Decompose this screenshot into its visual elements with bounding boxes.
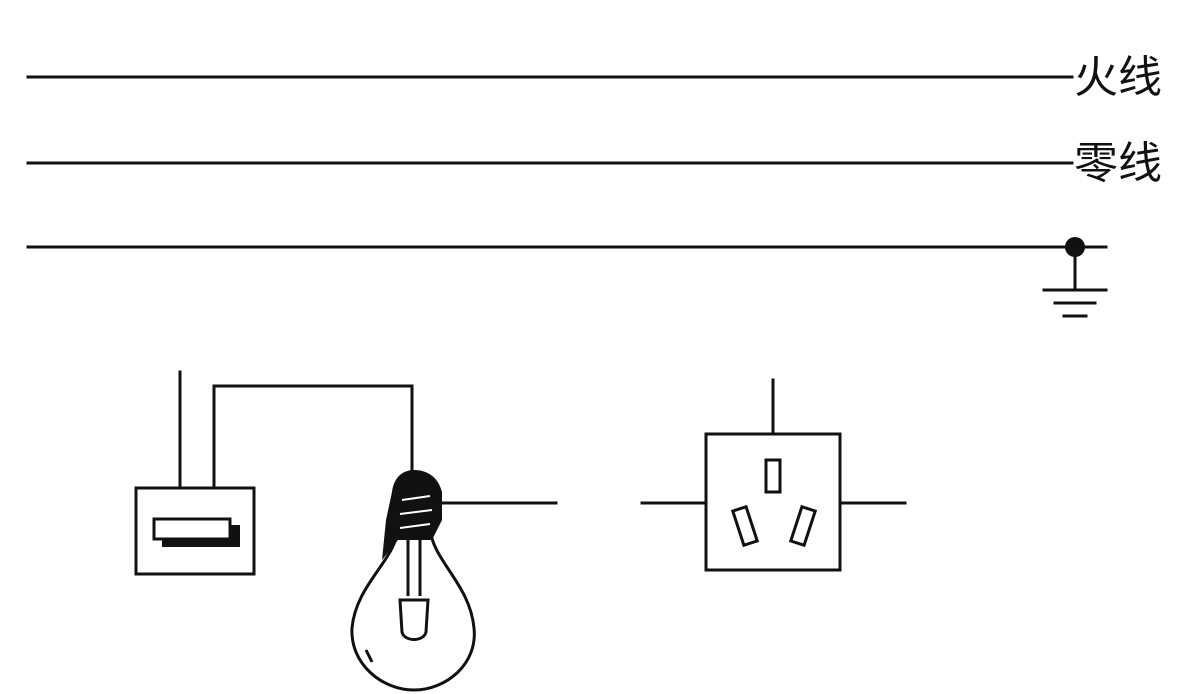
- bulb-icon: [350, 470, 558, 692]
- switch-icon: [134, 370, 256, 576]
- socket-icon: [640, 378, 907, 572]
- live-wire-label: 火线: [1074, 52, 1162, 103]
- switch-to-bulb-wire: [212, 384, 414, 472]
- neutral-wire-label: 零线: [1074, 138, 1162, 189]
- ground-icon: [1042, 237, 1108, 318]
